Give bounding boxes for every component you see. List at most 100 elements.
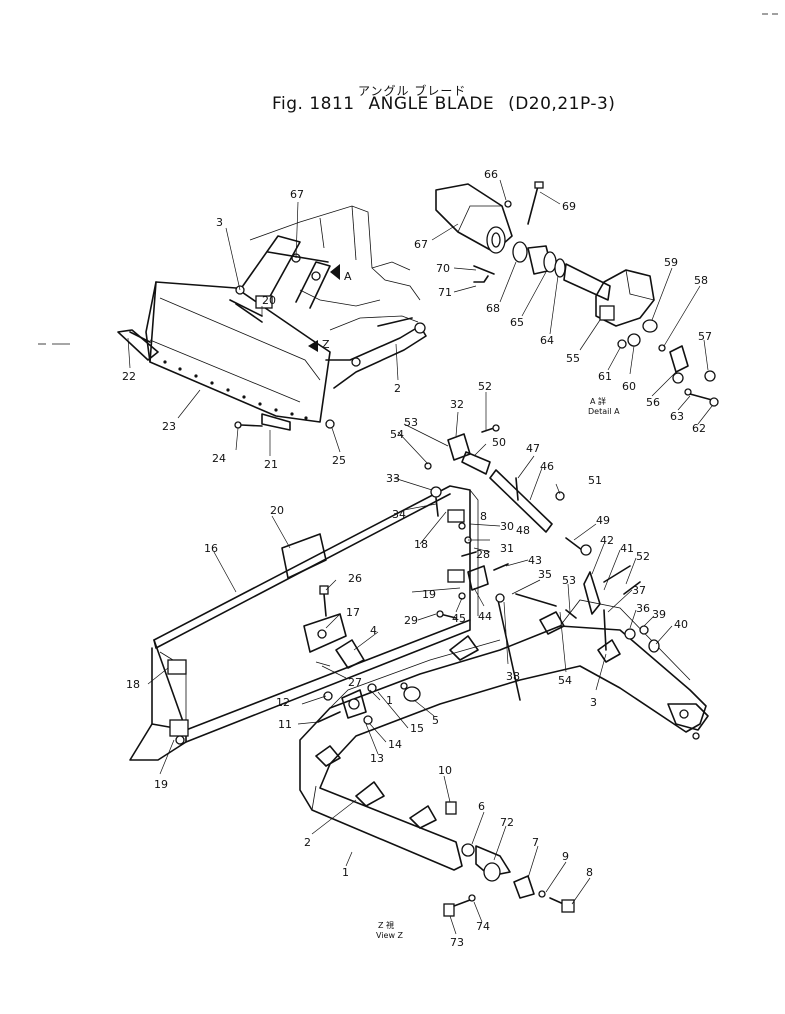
callout-69: 69 <box>562 200 576 213</box>
callout-20-main: 20 <box>270 504 284 517</box>
view-z-label: View Z <box>376 931 404 940</box>
callout-2-bottom: 2 <box>304 836 311 849</box>
callout-65: 65 <box>510 316 524 329</box>
callout-1-lower: 1 <box>342 866 349 879</box>
callout-18-left: 18 <box>126 678 140 691</box>
callout-4: 4 <box>370 624 377 637</box>
callout-8-bottom: 8 <box>586 866 593 879</box>
figure-number: Fig. 1811 <box>272 94 355 114</box>
pivot-parts <box>317 639 421 725</box>
callout-3-top: 3 <box>216 216 223 229</box>
callout-12: 12 <box>276 696 290 709</box>
callout-54-top: 54 <box>390 428 404 441</box>
view-arrow-z: Z <box>322 338 330 351</box>
callout-34: 34 <box>392 508 406 521</box>
callout-6: 6 <box>478 800 485 813</box>
c-frame: Z 視 View Z <box>299 599 709 940</box>
callout-35: 35 <box>538 568 552 581</box>
callout-8-right: 8 <box>480 510 487 523</box>
callout-11: 11 <box>278 718 292 731</box>
callout-67-top: 67 <box>290 188 304 201</box>
callout-63: 63 <box>670 410 684 423</box>
callout-59: 59 <box>664 256 678 269</box>
callout-16: 16 <box>204 542 218 555</box>
callout-54-mid: 54 <box>558 674 572 687</box>
scan-marks <box>38 13 778 345</box>
callout-52-mid: 52 <box>636 550 650 563</box>
callout-73: 73 <box>450 936 464 949</box>
callout-52-top: 52 <box>478 380 492 393</box>
callout-37: 37 <box>632 584 646 597</box>
callout-61: 61 <box>598 370 612 383</box>
callout-53-top: 53 <box>404 416 418 429</box>
callout-51: 51 <box>588 474 602 487</box>
callout-29: 29 <box>404 614 418 627</box>
callout-36: 36 <box>636 602 650 615</box>
callout-42: 42 <box>600 534 614 547</box>
callout-57: 57 <box>698 330 712 343</box>
callout-49: 49 <box>596 514 610 527</box>
detail-a-trunnion: A 詳 Detail A <box>435 181 719 416</box>
callout-labels: 3 67 20 22 23 24 21 25 2 66 69 67 70 71 … <box>122 168 712 949</box>
callout-71: 71 <box>438 286 452 299</box>
title-japanese: アングル ブレード <box>358 84 467 98</box>
callout-3-mid: 3 <box>590 696 597 709</box>
callout-5: 5 <box>432 714 439 727</box>
callout-19-left: 19 <box>154 778 168 791</box>
callout-53-mid: 53 <box>562 574 576 587</box>
callout-30: 30 <box>500 520 514 533</box>
callout-7: 7 <box>532 836 539 849</box>
callout-50: 50 <box>492 436 506 449</box>
callout-56: 56 <box>646 396 660 409</box>
callout-22: 22 <box>122 370 136 383</box>
callout-72: 72 <box>500 816 514 829</box>
callout-20-top: 20 <box>262 294 276 307</box>
callout-19-right: 19 <box>422 588 436 601</box>
callout-33: 33 <box>386 472 400 485</box>
callout-67-detail: 67 <box>414 238 428 251</box>
callout-64: 64 <box>540 334 554 347</box>
callout-17: 17 <box>346 606 360 619</box>
callout-28: 28 <box>476 548 490 561</box>
callout-27: 27 <box>348 676 362 689</box>
cutting-edge-bolts <box>163 360 308 420</box>
callout-31: 31 <box>500 542 514 555</box>
overview-assembly: A Z <box>117 205 427 431</box>
callout-60: 60 <box>622 380 636 393</box>
figure-model: (D20,21P-3) <box>508 94 616 114</box>
callout-66: 66 <box>484 168 498 181</box>
callout-55: 55 <box>566 352 580 365</box>
callout-21: 21 <box>264 458 278 471</box>
leader-lines <box>127 179 713 935</box>
callout-44: 44 <box>478 610 492 623</box>
detail-a-label: Detail A <box>588 407 620 416</box>
view-z-jp: Z 視 <box>378 921 394 930</box>
callout-47: 47 <box>526 442 540 455</box>
callout-32: 32 <box>450 398 464 411</box>
callout-43: 43 <box>528 554 542 567</box>
callout-38: 38 <box>506 670 520 683</box>
callout-70: 70 <box>436 262 450 275</box>
callout-10: 10 <box>438 764 452 777</box>
callout-41: 41 <box>620 542 634 555</box>
callout-25: 25 <box>332 454 346 467</box>
callout-46: 46 <box>540 460 554 473</box>
view-arrow-a: A <box>344 270 352 283</box>
callout-14: 14 <box>388 738 402 751</box>
callout-13: 13 <box>370 752 384 765</box>
figure-title-text: ANGLE BLADE <box>368 94 495 114</box>
callout-39: 39 <box>652 608 666 621</box>
callout-45: 45 <box>452 612 466 625</box>
callout-40: 40 <box>674 618 688 631</box>
callout-18-right: 18 <box>414 538 428 551</box>
callout-62: 62 <box>692 422 706 435</box>
cylinder-linkage <box>424 424 660 701</box>
callout-24: 24 <box>212 452 226 465</box>
callout-9: 9 <box>562 850 569 863</box>
callout-58: 58 <box>694 274 708 287</box>
callout-23: 23 <box>162 420 176 433</box>
callout-74: 74 <box>476 920 490 933</box>
callout-15: 15 <box>410 722 424 735</box>
